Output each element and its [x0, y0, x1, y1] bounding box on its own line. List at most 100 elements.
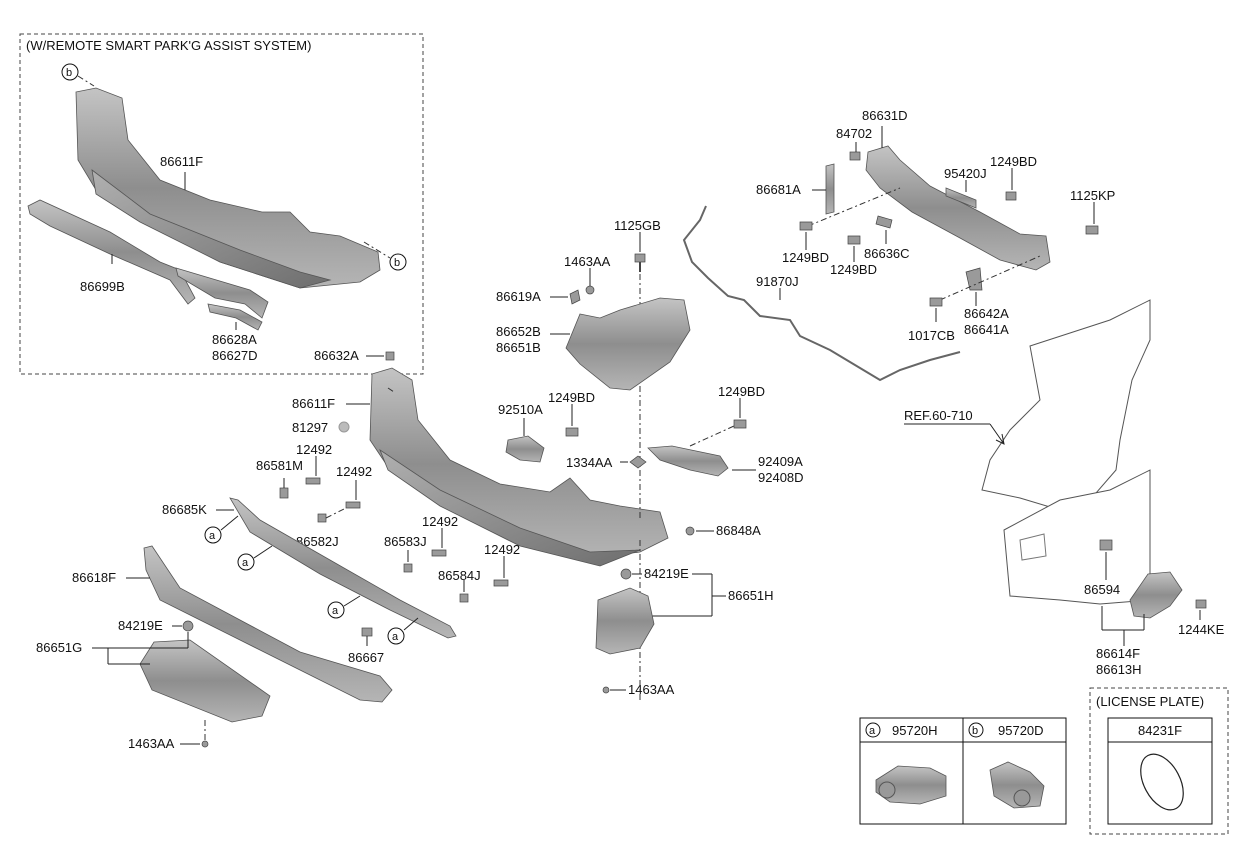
- label-91870J: 91870J: [756, 274, 799, 289]
- callout-a-letter: a: [209, 530, 216, 542]
- part-95420J: [945, 187, 977, 209]
- label-92510A: 92510A: [498, 402, 543, 417]
- legend-part-a: 95720H: [892, 723, 938, 738]
- label-92408D: 92408D: [758, 470, 804, 485]
- label-1249BD-mid-2: 1249BD: [830, 262, 877, 277]
- label-86636C: 86636C: [864, 246, 910, 261]
- rear-beam-group: 91870J 86631D 84702 86681A 95420J 1249BD…: [682, 108, 1115, 382]
- label-12492-4: 12492: [484, 542, 520, 557]
- legend-part-b: 95720D: [998, 723, 1044, 738]
- label-81297: 81297: [292, 420, 328, 435]
- label-86614F: 86614F: [1096, 646, 1140, 661]
- remote-park-assist-box: (W/REMOTE SMART PARK'G ASSIST SYSTEM) 86…: [19, 33, 424, 375]
- main-bumper-group: 86632A 86611F 81297 86581M 12492 12492 8…: [36, 260, 669, 751]
- wiring-harness: [682, 205, 961, 382]
- license-plate-pad: [1140, 753, 1184, 811]
- callout-a-letter: a: [332, 605, 339, 617]
- label-86641A: 86641A: [964, 322, 1009, 337]
- legend-table: a b 95720H 95720D: [859, 717, 1067, 825]
- label-1017CB: 1017CB: [908, 328, 955, 343]
- label-86642A: 86642A: [964, 306, 1009, 321]
- label-1249BD-mid-1: 1249BD: [782, 250, 829, 265]
- skid-plate: [139, 639, 271, 723]
- label-86611F-top: 86611F: [160, 154, 203, 169]
- label-86613H: 86613H: [1096, 662, 1142, 677]
- ref-label: REF.60-710: [904, 408, 973, 423]
- corner-garnish: [565, 297, 691, 391]
- part-86632A: 86632A: [314, 348, 395, 363]
- callout-a-letter: a: [392, 631, 399, 643]
- callout-b-1: b: [61, 63, 95, 87]
- label-12492-3: 12492: [422, 514, 458, 529]
- label-86631D: 86631D: [862, 108, 908, 123]
- label-86618F: 86618F: [72, 570, 116, 585]
- rear-beam: [865, 145, 1051, 271]
- strip-86681A: [825, 163, 835, 215]
- lower-strip: [229, 497, 457, 639]
- reflector-option: [207, 303, 263, 331]
- label-1249BD-center: 1249BD: [548, 390, 595, 405]
- strip-option: [175, 267, 269, 319]
- bracket-86614F: [1129, 571, 1183, 619]
- label-86685K: 86685K: [162, 502, 207, 517]
- callout-a-1: a: [204, 515, 239, 544]
- part-81297: 81297: [292, 420, 350, 435]
- label-12492-2: 12492: [336, 464, 372, 479]
- license-title: (LICENSE PLATE): [1096, 694, 1204, 709]
- label-1125GB: 1125GB: [614, 218, 661, 233]
- label-86848A: 86848A: [716, 523, 761, 538]
- label-86582J: 86582J: [296, 534, 339, 549]
- label-1334AA: 1334AA: [566, 455, 613, 470]
- label-86583J: 86583J: [384, 534, 427, 549]
- label-86628A: 86628A: [212, 332, 257, 347]
- lower-garnish-option: [27, 199, 196, 305]
- label-86651B: 86651B: [496, 340, 541, 355]
- callout-a-letter: a: [242, 557, 249, 569]
- label-86619A: 86619A: [496, 289, 541, 304]
- label-1463AA-left: 1463AA: [128, 736, 175, 751]
- ref-arrow: [989, 423, 1005, 445]
- sensor-95720D: [989, 761, 1045, 809]
- label-86699B: 86699B: [80, 279, 125, 294]
- reflector-92409A: [647, 445, 729, 477]
- label-86651G: 86651G: [36, 640, 82, 655]
- label-84702: 84702: [836, 126, 872, 141]
- label-95420J: 95420J: [944, 166, 987, 181]
- part-86583J: 86583J 12492: [384, 514, 458, 573]
- legend-callout-a: a: [869, 725, 876, 737]
- label-1249BD-top-right: 1249BD: [990, 154, 1037, 169]
- label-86652B: 86652B: [496, 324, 541, 339]
- part-12492-2: 12492: [336, 464, 372, 509]
- license-plate-box: (LICENSE PLATE) 84231F: [1089, 687, 1229, 835]
- label-1125KP: 1125KP: [1070, 188, 1115, 203]
- label-86651H: 86651H: [728, 588, 774, 603]
- bracket-86651H: [595, 587, 655, 655]
- label-1249BD-right: 1249BD: [718, 384, 765, 399]
- label-84219E-left: 84219E: [118, 618, 163, 633]
- label-86584J: 86584J: [438, 568, 481, 583]
- part-86581M: 86581M 12492: [256, 442, 332, 499]
- label-86632A: 86632A: [314, 348, 359, 363]
- label-86581M: 86581M: [256, 458, 303, 473]
- label-1463AA-bottom: 1463AA: [628, 682, 675, 697]
- legend-callout-b: b: [972, 725, 978, 737]
- label-86594: 86594: [1084, 582, 1120, 597]
- center-parts: 1125GB 1463AA 86619A 86652B 86651B 92510…: [496, 218, 804, 697]
- label-12492-1: 12492: [296, 442, 332, 457]
- reflector-92510A: [505, 435, 545, 463]
- label-86611F: 86611F: [292, 396, 335, 411]
- part-86582J: 86582J: [296, 507, 347, 549]
- label-86627D: 86627D: [212, 348, 258, 363]
- license-part: 84231F: [1138, 723, 1182, 738]
- bumper-cover-lower: [379, 448, 641, 567]
- callout-b-2: b: [363, 241, 407, 271]
- label-86667: 86667: [348, 650, 384, 665]
- label-1463AA-top: 1463AA: [564, 254, 611, 269]
- lower-garnish: [143, 545, 393, 703]
- callout-a-3: a: [327, 595, 361, 619]
- part-86584J: 86584J 12492: [438, 542, 520, 603]
- box-title: (W/REMOTE SMART PARK'G ASSIST SYSTEM): [26, 38, 311, 53]
- callout-a-4: a: [387, 617, 419, 645]
- label-84219E-right: 84219E: [644, 566, 689, 581]
